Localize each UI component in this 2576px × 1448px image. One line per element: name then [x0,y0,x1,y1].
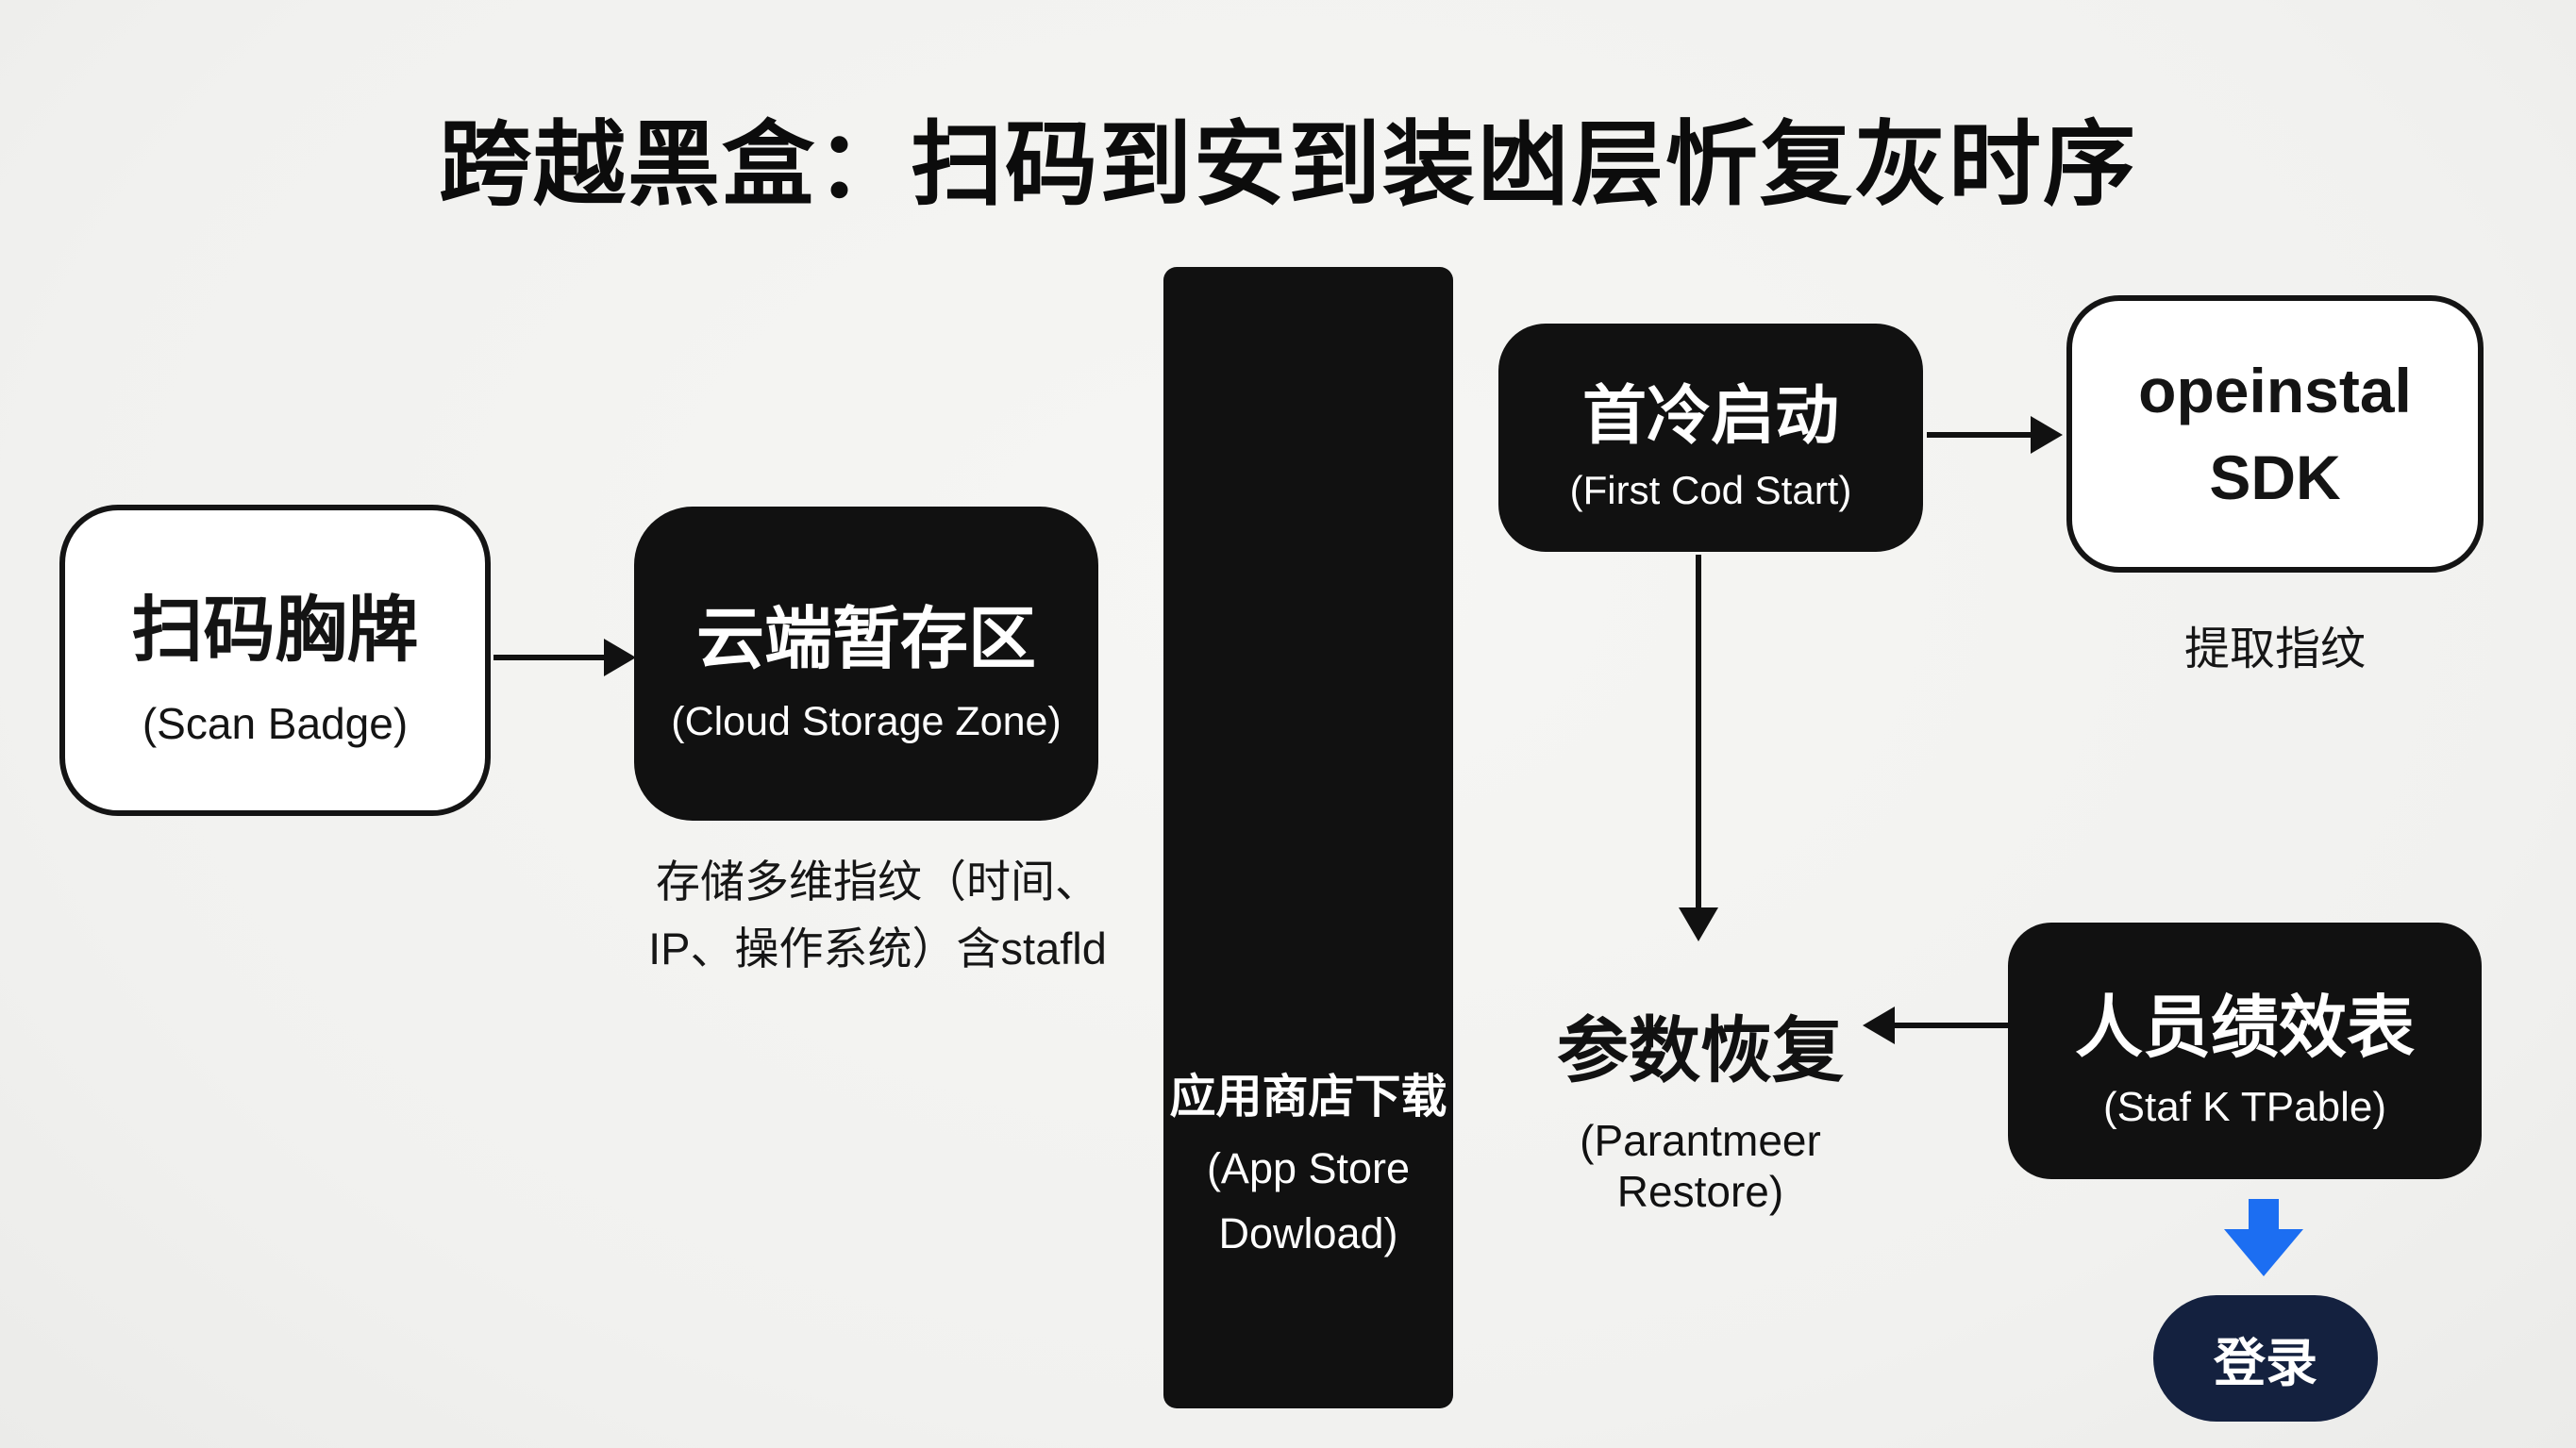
login-button[interactable]: 登录 [2153,1295,2378,1422]
sdk-label-line2: SDK [2209,442,2341,512]
app-store-text: 应用商店下载 (App Store Dowload) [1163,1059,1453,1268]
node-first-cold-start: 首冷启动 (First Cod Start) [1498,324,1923,552]
param-restore-sublabel: (Parantmeer Restore) [1580,1116,1821,1216]
node-scan-badge: 扫码胸牌 (Scan Badge) [59,505,491,816]
blue-down-arrow-icon [2224,1229,2303,1276]
page-title: 跨越黑盒：扫码到安到装凼层忻复灰时序 [438,112,2137,216]
cloud-caption-line1: 存储多维指纹（时间、 [656,857,1099,907]
param-restore-label: 参数恢复 [1557,1011,1844,1091]
arrow-coldstart-to-sdk-head [2031,416,2063,454]
sdk-caption: 提取指纹 [2183,624,2366,674]
arrow-scan-to-cloud-line [493,655,609,660]
node-parameter-restore: 参数恢复 (Parantmeer Restore) [1493,992,1908,1217]
arrow-perftable-to-param-line [1895,1023,2008,1028]
arrow-coldstart-to-sdk-line [1927,432,2032,438]
arrow-perftable-to-param-head [1863,1007,1895,1044]
cloud-zone-label: 云端暂存区 [695,601,1036,677]
arrow-coldstart-to-param-head [1679,907,1718,941]
node-staff-performance-table: 人员绩效表 (Staf K TPable) [2008,923,2482,1179]
cold-start-label: 首冷启动 [1581,379,1839,452]
app-store-sublabel: (App Store Dowload) [1163,1136,1453,1268]
arrow-coldstart-to-param-line [1696,555,1701,911]
scan-badge-sublabel: (Scan Badge) [142,699,409,748]
arrow-scan-to-cloud-head [604,639,636,676]
perf-table-label: 人员绩效表 [2074,990,2415,1066]
cold-start-sublabel: (First Cod Start) [1569,467,1852,512]
cloud-caption-line2: IP、操作系统）含stafld [648,923,1107,974]
app-store-sub-line1: (App Store [1206,1143,1411,1192]
scan-badge-label: 扫码胸牌 [131,591,419,671]
app-store-sub-line2: Dowload) [1218,1209,1398,1258]
node-cloud-storage-zone: 云端暂存区 (Cloud Storage Zone) [634,507,1098,821]
blue-down-arrow-stem [2249,1199,2279,1231]
cloud-zone-caption: 存储多维指纹（时间、 IP、操作系统）含stafld [594,849,1161,982]
node-app-store-download: 应用商店下载 (App Store Dowload) [1163,267,1453,1408]
node-openinstall-sdk: opeinstal SDK [2066,295,2484,573]
login-button-label: 登录 [2213,1334,2317,1392]
sdk-label-line1: opeinstal [2138,355,2412,425]
app-store-label: 应用商店下载 [1169,1071,1447,1123]
perf-table-sublabel: (Staf K TPable) [2103,1083,2386,1130]
cloud-zone-sublabel: (Cloud Storage Zone) [671,698,1062,744]
